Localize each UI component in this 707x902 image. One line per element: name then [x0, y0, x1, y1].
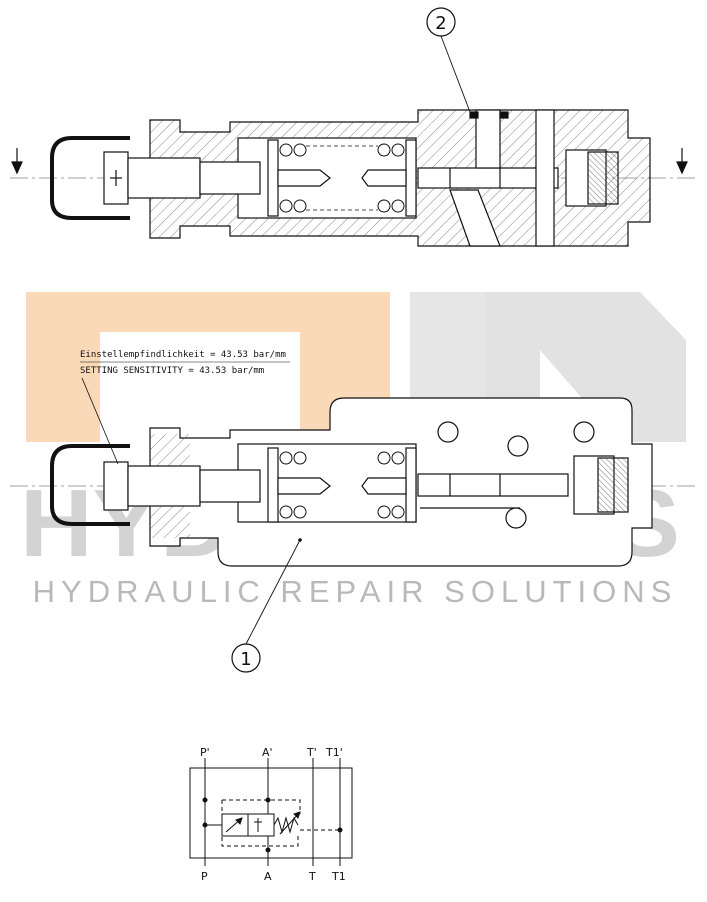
valve-block-right — [247, 813, 275, 837]
port-label-p-prime: P' — [200, 746, 210, 759]
top-spring-left — [279, 143, 307, 213]
bottom-spool — [417, 473, 569, 497]
bottom-cross-section — [10, 397, 695, 567]
port-label-a: A — [264, 870, 272, 883]
bottom-cap — [50, 444, 130, 526]
bottom-spring-left — [279, 451, 307, 519]
section-arrow-left — [11, 148, 23, 175]
port-label-t-prime: T' — [306, 746, 317, 759]
sensitivity-label-de: Einstellempfindlichkeit = 43.53 bar/mm — [80, 350, 286, 360]
hydraulic-schematic — [189, 758, 353, 866]
top-cap — [50, 136, 130, 220]
valve-block-left — [221, 813, 249, 837]
top-cross-section — [10, 109, 695, 247]
watermark-tagline: HYDRAULIC REPAIR SOLUTIONS — [32, 574, 678, 609]
sensitivity-label-en: SETTING SENSITIVITY = 43.53 bar/mm — [80, 366, 265, 376]
callout-1-number: 1 — [240, 649, 251, 670]
top-spring-right — [377, 143, 405, 213]
callout-1: 1 — [231, 538, 302, 673]
section-arrow-right — [676, 148, 688, 175]
port-label-a-prime: A' — [262, 746, 273, 759]
bottom-adjust-screw — [103, 461, 129, 511]
schematic-housing — [189, 767, 353, 859]
port-label-t1-prime: T1' — [325, 746, 343, 759]
port-label-p: P — [201, 870, 208, 883]
bottom-port-holes — [437, 421, 595, 529]
bottom-spring-right — [377, 451, 405, 519]
schematic-port-labels: P' A' T' T1' P A T T1 — [200, 746, 346, 883]
port-label-t1: T1 — [331, 870, 346, 883]
valve-spring — [273, 816, 299, 834]
port-label-t: T — [308, 870, 316, 883]
callout-2-number: 2 — [435, 13, 446, 34]
callout-2: 2 — [426, 7, 471, 113]
